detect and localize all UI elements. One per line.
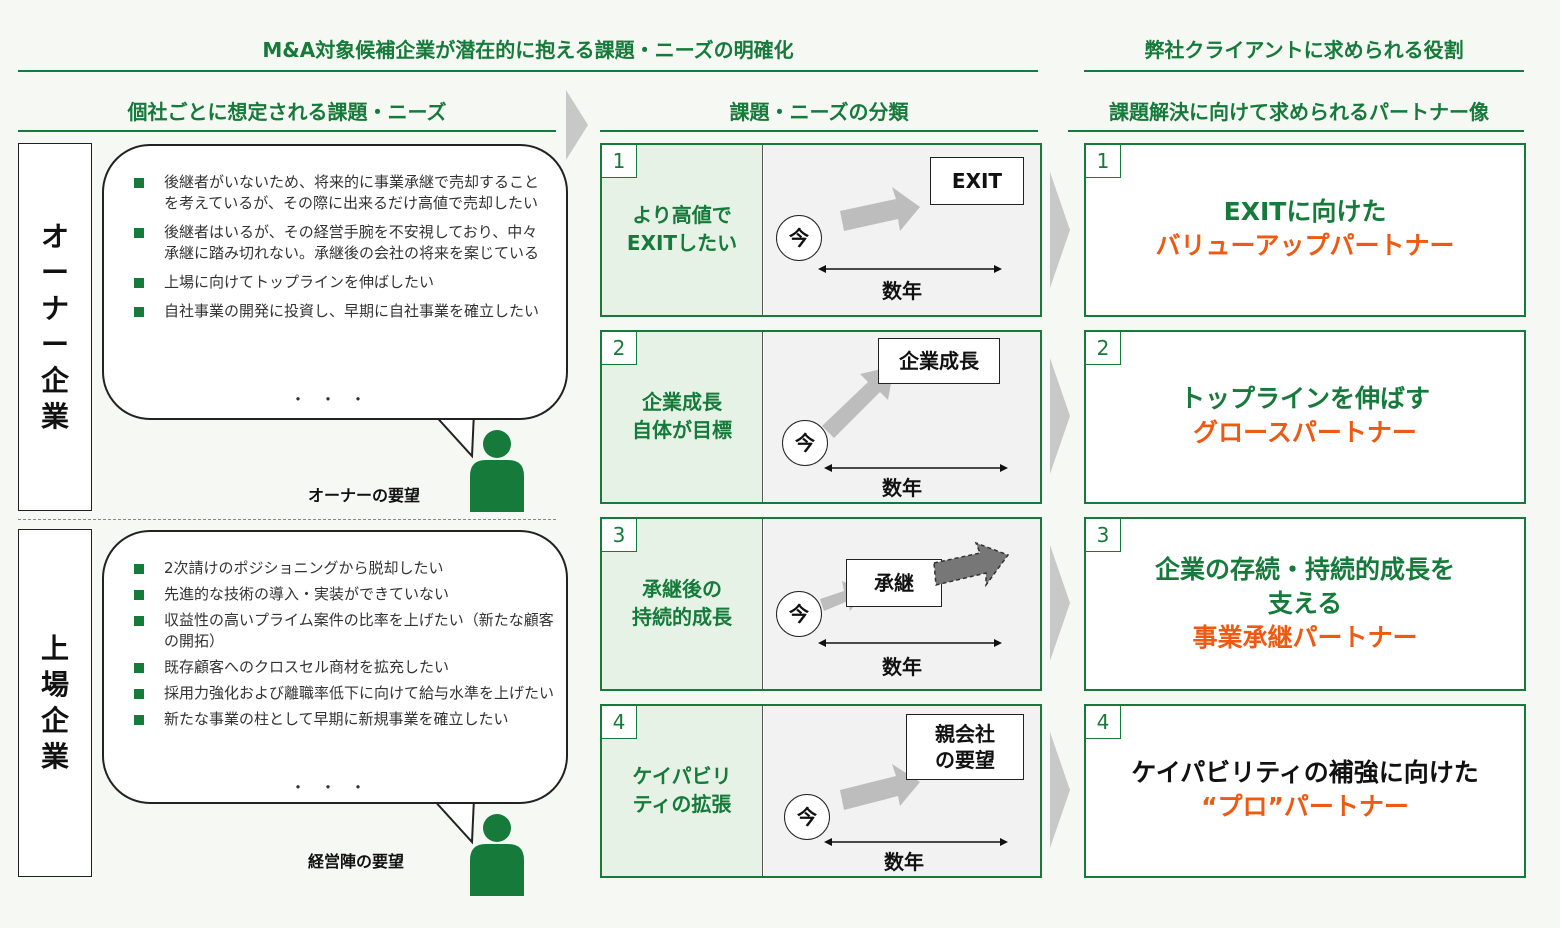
category-card-4: 4 ケイパビリティの拡張 親会社の要望 今 数年 — [600, 704, 1042, 878]
category-card-3: 3 承継後の持続的成長 承継 今 数年 — [600, 517, 1042, 691]
partner-line: ケイパビリティの補強に向けた — [1131, 758, 1479, 787]
growth-arrow — [840, 187, 920, 231]
partner-number: 3 — [1086, 519, 1121, 552]
partner-card-4: 4 ケイパビリティの補強に向けた “プロ”パートナー — [1084, 704, 1526, 878]
partner-line: グロースパートナー — [1193, 418, 1417, 447]
now-circle: 今 — [784, 794, 830, 840]
divider — [18, 130, 556, 132]
header-top-right: 弊社クライアントに求められる役割 — [1144, 38, 1464, 62]
header-top-left: M&A対象候補企業が潜在的に抱える課題・ニーズの明確化 — [262, 38, 794, 62]
partner-line: トップラインを伸ばす — [1179, 384, 1430, 413]
divider — [1068, 130, 1524, 132]
partner-card-1: 1 EXITに向けた バリューアップパートナー — [1084, 143, 1526, 317]
partner-number: 2 — [1086, 332, 1121, 365]
category-diagram: 企業成長 今 数年 — [764, 332, 1040, 502]
category-diagram: EXIT 今 数年 — [764, 145, 1040, 315]
partner-number: 4 — [1086, 706, 1121, 739]
category-title-panel: 3 承継後の持続的成長 — [602, 519, 763, 689]
header-col1: 個社ごとに想定される課題・ニーズ — [127, 100, 447, 124]
listed-company-label-box: 上場企業 — [18, 529, 92, 877]
list-item: 自社事業の開発に投資し、早期に自社事業を確立したい — [128, 301, 548, 322]
owner-company-label-box: オーナー企業 — [18, 143, 92, 511]
listed-person-label: 経営陣の要望 — [308, 852, 405, 871]
person-icon — [470, 430, 524, 512]
years-label: 数年 — [882, 279, 922, 303]
divider — [600, 130, 1038, 132]
list-item: 先進的な技術の導入・実装ができていない — [128, 584, 554, 605]
list-item: 既存顧客へのクロスセル商材を拡充したい — [128, 657, 554, 678]
goal-box: EXIT — [930, 157, 1024, 205]
category-card-2: 2 企業成長自体が目標 企業成長 今 数年 — [600, 330, 1042, 504]
timeline-arrow — [824, 464, 1008, 472]
years-label: 数年 — [882, 655, 922, 679]
person-icon — [470, 814, 524, 896]
list-item: 新たな事業の柱として早期に新規事業を確立したい — [128, 709, 554, 730]
goal-box: 企業成長 — [878, 338, 1000, 384]
partner-card-2: 2 トップラインを伸ばす グロースパートナー — [1084, 330, 1526, 504]
now-circle: 今 — [776, 215, 822, 261]
ellipsis: ・・・ — [290, 390, 381, 409]
chevron-right-icon — [566, 90, 588, 160]
list-item: 収益性の高いプライム案件の比率を上げたい（新たな顧客の開拓） — [128, 610, 554, 652]
divider — [18, 70, 1038, 72]
owner-company-label: オーナー企業 — [40, 220, 69, 433]
goal-box: 承継 — [846, 559, 942, 607]
timeline-arrow — [818, 265, 1002, 273]
now-circle: 今 — [776, 591, 822, 637]
years-label: 数年 — [884, 850, 924, 874]
list-item: 後継者はいるが、その経営手腕を不安視しており、中々承継に踏み切れない。承継後の会… — [128, 222, 548, 264]
owner-needs-bubble: 後継者がいないため、将来的に事業承継で売却することを考えているが、その際に出来る… — [102, 144, 568, 420]
partner-line: 企業の存続・持続的成長を — [1154, 555, 1455, 584]
list-item: 上場に向けてトップラインを伸ばしたい — [128, 272, 548, 293]
owner-person-label: オーナーの要望 — [308, 486, 421, 505]
growth-arrow — [822, 366, 894, 438]
chevron-right-icon — [1050, 732, 1070, 848]
listed-company-label: 上場企業 — [40, 632, 69, 773]
category-diagram: 親会社の要望 今 数年 — [764, 706, 1040, 876]
goal-box: 親会社の要望 — [906, 714, 1024, 780]
partner-card-3: 3 企業の存続・持続的成長を 支える 事業承継パートナー — [1084, 517, 1526, 691]
category-diagram: 承継 今 数年 — [764, 519, 1040, 689]
growth-arrow — [840, 764, 920, 810]
future-arrow — [933, 541, 1010, 588]
category-title: 承継後の持続的成長 — [632, 577, 732, 629]
now-circle: 今 — [782, 420, 828, 466]
header-col3: 課題解決に向けて求められるパートナー像 — [1109, 100, 1489, 124]
divider — [1084, 70, 1524, 72]
category-number: 2 — [602, 332, 637, 365]
header-col2: 課題・ニーズの分類 — [729, 100, 909, 124]
chevron-right-icon — [1050, 545, 1070, 661]
category-title-panel: 2 企業成長自体が目標 — [602, 332, 763, 502]
partner-number: 1 — [1086, 145, 1121, 178]
partner-line: 事業承継パートナー — [1192, 623, 1418, 652]
category-title: ケイパビリティの拡張 — [632, 764, 732, 816]
chevron-right-icon — [1050, 172, 1070, 288]
category-number: 3 — [602, 519, 637, 552]
list-item: 採用力強化および離職率低下に向けて給与水準を上げたい — [128, 683, 554, 704]
partner-line: “プロ”パートナー — [1201, 792, 1409, 821]
timeline-arrow — [818, 639, 1002, 647]
category-title: 企業成長自体が目標 — [632, 390, 732, 442]
partner-line: 支える — [1267, 589, 1343, 618]
listed-needs-list: 2次請けのポジショニングから脱却したい 先進的な技術の導入・実装ができていない … — [128, 558, 554, 735]
partner-line: バリューアップパートナー — [1155, 231, 1455, 260]
category-number: 4 — [602, 706, 637, 739]
years-label: 数年 — [882, 476, 922, 500]
owner-needs-list: 後継者がいないため、将来的に事業承継で売却することを考えているが、その際に出来る… — [128, 172, 548, 330]
category-number: 1 — [602, 145, 637, 178]
category-title-panel: 4 ケイパビリティの拡張 — [602, 706, 763, 876]
partner-line: EXITに向けた — [1223, 197, 1387, 226]
list-item: 2次請けのポジショニングから脱却したい — [128, 558, 554, 579]
ellipsis: ・・・ — [290, 778, 381, 797]
separator-dashed — [18, 519, 556, 520]
listed-needs-bubble: 2次請けのポジショニングから脱却したい 先進的な技術の導入・実装ができていない … — [102, 530, 568, 804]
timeline-arrow — [824, 838, 1008, 846]
chevron-right-icon — [1050, 358, 1070, 474]
list-item: 後継者がいないため、将来的に事業承継で売却することを考えているが、その際に出来る… — [128, 172, 548, 214]
